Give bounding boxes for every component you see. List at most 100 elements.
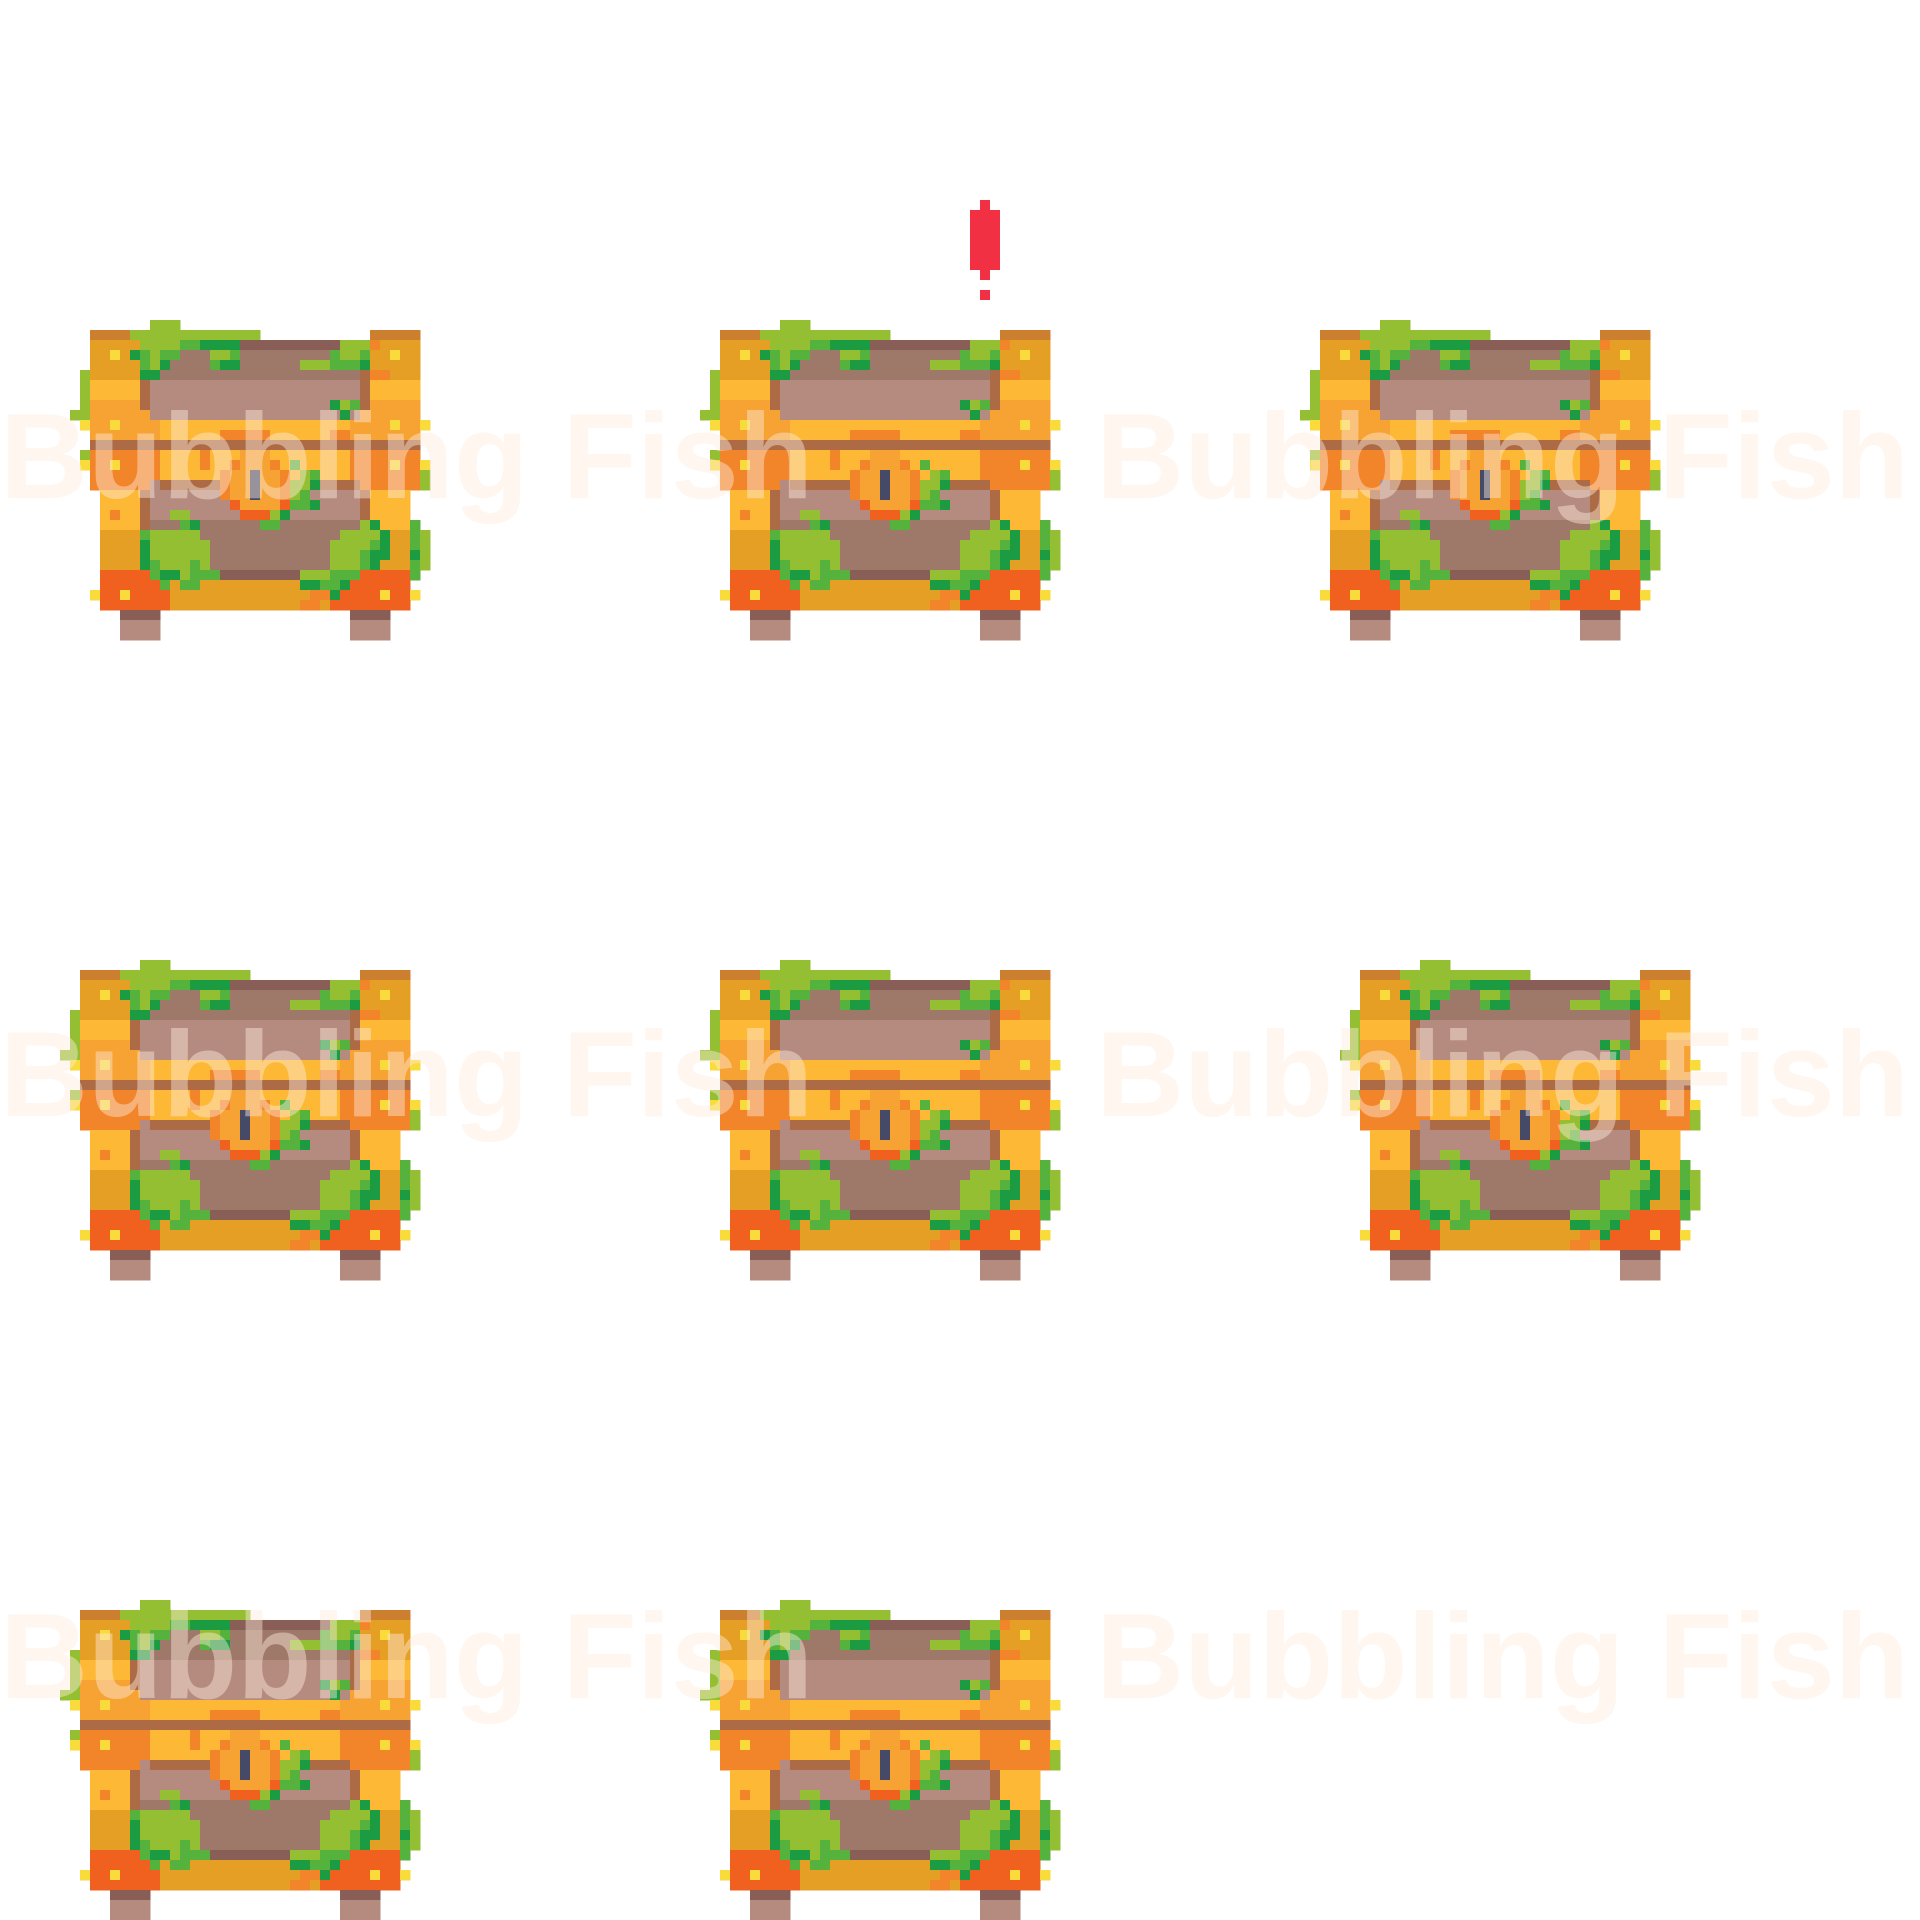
chest-pixel [130,990,141,1001]
chest-pixel [260,440,271,451]
chest-pixel [350,1060,361,1071]
chest-pixel [1040,480,1051,491]
chest-pixel [1590,480,1601,491]
chest-pixel [960,1030,971,1041]
chest-pixel [1520,1030,1531,1041]
chest-pixel [1540,460,1551,471]
chest-pixel [1350,500,1361,511]
chest-pixel [890,1150,901,1161]
chest-pixel [300,1030,311,1041]
chest-pixel [180,360,191,371]
chest-pixel [90,1120,101,1131]
chest-pixel [760,1060,771,1071]
chest-pixel [1510,560,1521,571]
chest-pixel [360,1080,371,1091]
chest-pixel [1310,370,1321,381]
chest-pixel [780,1200,791,1211]
chest-pixel [830,1080,841,1091]
chest-pixel [870,1030,881,1041]
chest-pixel [110,350,121,361]
chest-pixel [880,530,891,541]
chest-pixel [960,370,971,381]
chest-pixel [890,490,901,501]
chest-pixel [1000,1150,1011,1161]
chest-pixel [910,540,921,551]
chest-pixel [400,1090,411,1101]
chest-pixel [1320,590,1331,601]
chest-pixel [70,1100,81,1111]
chest-pixel [1010,440,1021,451]
chest-pixel [820,1120,831,1131]
chest-pixel [810,500,821,511]
chest-pixel [750,1230,761,1241]
chest-pixel [240,1110,251,1121]
chest-pixel [890,1190,901,1201]
chest-pixel [120,1170,131,1181]
chest-pixel [230,430,241,441]
chest-pixel [230,1170,241,1181]
chest-pixel [850,1080,861,1091]
chest-pixel [370,610,381,621]
chest-pixel [180,1050,191,1061]
chest-pixel [350,550,361,561]
chest-pixel [240,1080,251,1091]
chest-pixel [300,1070,311,1081]
chest-pixel [800,560,811,571]
chest-pixel [1350,590,1361,601]
chest-pixel [810,1180,821,1191]
chest-pixel [790,500,801,511]
chest-pixel [760,1220,771,1231]
chest-pixel [1000,1050,1011,1061]
chest-pixel [240,1100,251,1111]
chest-pixel [1470,500,1481,511]
chest-pixel [970,470,981,481]
chest-pixel [860,1220,871,1231]
chest-pixel [1660,970,1671,981]
chest-pixel [250,570,261,581]
chest-pixel [720,1230,731,1241]
chest-pixel [200,580,211,591]
chest-pixel [1560,370,1571,381]
chest-pixel [1580,430,1591,441]
chest-pixel [740,1210,751,1221]
chest-pixel [900,420,911,431]
chest-pixel [950,390,961,401]
chest-pixel [1630,340,1641,351]
chest-pixel [1030,550,1041,561]
chest-pixel [940,1000,951,1011]
chest-pixel [1040,1010,1051,1021]
chest-pixel [230,1040,241,1051]
chest-pixel [720,1010,731,1021]
chest-pixel [1030,440,1041,451]
chest-pixel [220,390,231,401]
chest-pixel [1490,510,1501,521]
chest-pixel [990,1010,1001,1021]
chest-pixel [1350,490,1361,501]
chest-pixel [400,400,411,411]
chest-pixel [200,1000,211,1011]
chest-pixel [340,420,351,431]
chest-pixel [990,1180,1001,1191]
chest-pixel [1420,390,1431,401]
chest-pixel [1000,990,1011,1001]
chest-pixel [900,570,911,581]
chest-pixel [1580,470,1591,481]
chest-pixel [1000,480,1011,491]
chest-pixel [790,1220,801,1231]
chest-pixel [120,1220,131,1231]
chest-pixel [1010,1270,1021,1281]
chest-pixel [1650,550,1661,561]
chest-pixel [760,410,771,421]
chest-pixel [1320,360,1331,371]
chest-pixel [1350,340,1361,351]
chest-pixel [900,530,911,541]
chest-pixel [1470,480,1481,491]
chest-pixel [210,330,221,341]
chest-pixel [1370,420,1381,431]
chest-pixel [870,590,881,601]
chest-pixel [870,350,881,361]
chest-pixel [980,530,991,541]
chest-pixel [370,440,381,451]
chest-pixel [860,360,871,371]
chest-pixel [1050,1100,1061,1111]
